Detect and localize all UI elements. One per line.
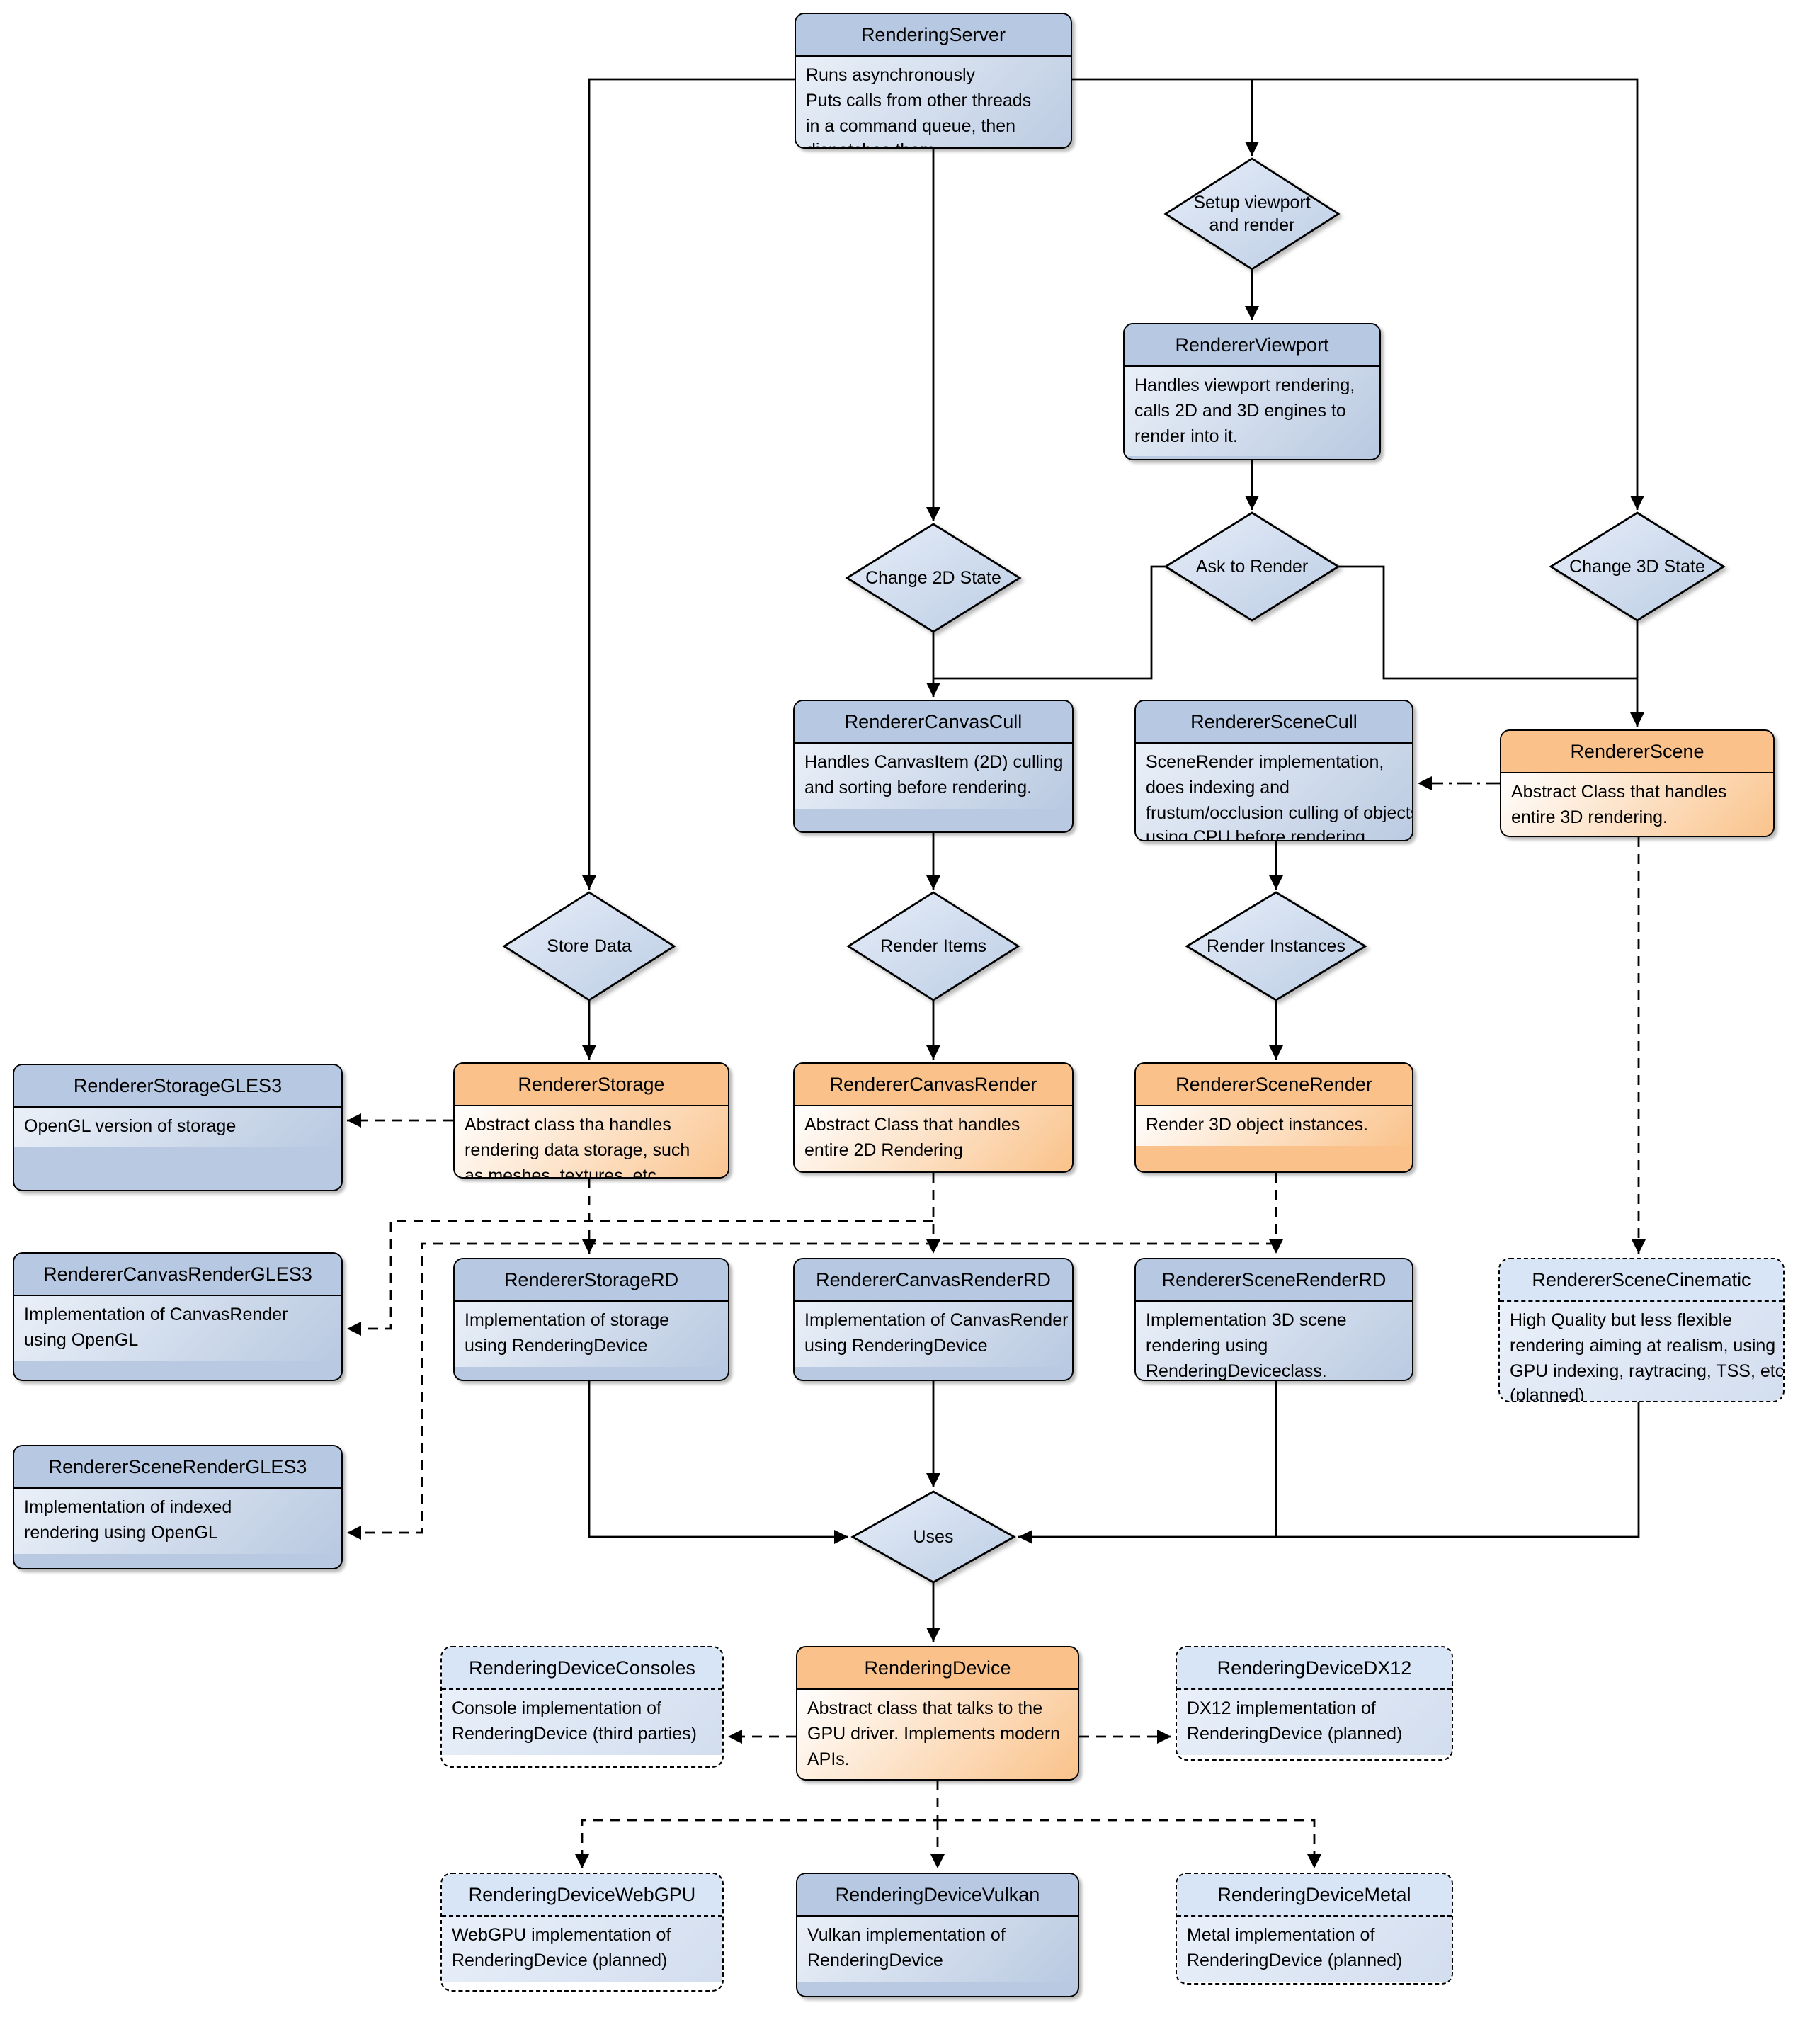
node-rendererscenecull-body: SceneRender implementation, does indexin… [1136, 744, 1412, 840]
edge-scenerender-to-scenerendergles3 [347, 1242, 1276, 1540]
node-renderingdevicevulkan-title: RenderingDeviceVulkan [797, 1874, 1078, 1917]
node-rendererscenerender-title: RendererSceneRender [1136, 1064, 1412, 1106]
node-rendererscenerender-body: Render 3D object instances. [1136, 1106, 1412, 1146]
node-renderercanvasrender-body: Abstract Class that handles entire 2D Re… [795, 1106, 1072, 1171]
edge-storagerd-to-uses [588, 1381, 848, 1544]
node-rendererscenerendergles3-title: RendererSceneRenderGLES3 [14, 1446, 341, 1489]
node-renderingdeviceconsoles-title: RenderingDeviceConsoles [442, 1647, 722, 1690]
node-renderingdevicewebgpu-title: RenderingDeviceWebGPU [442, 1874, 722, 1917]
node-renderingdevice-body: Abstract class that talks to the GPU dri… [797, 1690, 1078, 1779]
node-renderingdevicemetal-title: RenderingDeviceMetal [1177, 1874, 1452, 1917]
node-rendererscenecull-title: RendererSceneCull [1136, 701, 1412, 744]
edge-ask-to-scene [1338, 565, 1637, 680]
node-renderercanvasrenderrd-title: RendererCanvasRenderRD [795, 1259, 1072, 1302]
node-renderingdeviceconsoles-body: Console implementation of RenderingDevic… [442, 1690, 722, 1754]
edge-renderingdevice-to-metal [938, 1819, 1321, 1868]
decision-render-items-label: Render Items [880, 936, 987, 956]
decision-store-data-label: Store Data [547, 936, 632, 956]
edge-canvasrender-to-canvasrendergles3 [347, 1220, 933, 1336]
node-renderercanvasrendergles3-title: RendererCanvasRenderGLES3 [14, 1254, 341, 1296]
node-renderercanvasrendergles3-body: Implementation of CanvasRender using Ope… [14, 1296, 341, 1361]
node-rendererstorage-body: Abstract class tha handles rendering dat… [455, 1106, 728, 1177]
decision-change-2d-state-label: Change 2D State [865, 567, 1001, 588]
node-rendererstoragegles3-body: OpenGL version of storage [14, 1108, 341, 1147]
decision-uses-label: Uses [913, 1526, 954, 1547]
decision-setup-viewport-and-render-label: Setup viewport and render [1193, 192, 1311, 236]
node-rendererviewport-body: Handles viewport rendering, calls 2D and… [1125, 367, 1379, 457]
node-renderingserver-title: RenderingServer [796, 14, 1071, 57]
decision-change-3d-state-label: Change 3D State [1569, 556, 1705, 577]
node-renderingdevicedx12-title: RenderingDeviceDX12 [1177, 1647, 1452, 1690]
node-rendererscenerenderrd-body: Implementation 3D scene rendering using … [1136, 1302, 1412, 1380]
node-renderingserver-body: Runs asynchronously Puts calls from othe… [796, 57, 1071, 147]
edge-server-to-storedata [582, 78, 795, 890]
decision-ask-to-render-label: Ask to Render [1195, 556, 1309, 577]
decision-change-2d-state-shape [845, 523, 1022, 633]
node-renderingdevicemetal-body: Metal implementation of RenderingDevice … [1177, 1917, 1452, 1981]
node-rendererscenerenderrd-title: RendererSceneRenderRD [1136, 1259, 1412, 1302]
edge-cinematic-to-uses [1018, 1402, 1640, 1544]
node-rendererstoragerd-body: Implementation of storage using Renderin… [455, 1302, 728, 1366]
node-renderercanvasrenderrd-body: Implementation of CanvasRender using Ren… [795, 1302, 1072, 1366]
node-rendererstorage-title: RendererStorage [455, 1064, 728, 1106]
edge-server-to-change3d [1072, 78, 1644, 510]
decision-change-3d-state-shape [1549, 511, 1726, 622]
edge-renderingdevice-to-webgpu [575, 1781, 939, 1868]
decision-setup-viewport-and-render-shape [1163, 157, 1341, 271]
node-renderingdevicevulkan-body: Vulkan implementation of RenderingDevice [797, 1917, 1078, 1981]
node-renderingdevicedx12-body: DX12 implementation of RenderingDevice (… [1177, 1690, 1452, 1754]
node-renderingdevicewebgpu-body: WebGPU implementation of RenderingDevice… [442, 1917, 722, 1981]
node-rendererstoragerd-title: RendererStorageRD [455, 1259, 728, 1302]
decision-store-data-shape [502, 891, 676, 1001]
node-rendererscene-body: Abstract Class that handles entire 3D re… [1501, 773, 1773, 836]
node-rendererstoragegles3-title: RendererStorageGLES3 [14, 1065, 341, 1108]
edge-ask-to-canvascull [933, 565, 1166, 680]
node-rendererscene-title: RendererScene [1501, 731, 1773, 773]
node-rendererscenerendergles3-body: Implementation of indexed rendering usin… [14, 1489, 341, 1553]
node-rendererscenecinematic-body: High Quality but less flexible rendering… [1500, 1302, 1783, 1401]
decision-uses-shape [850, 1490, 1016, 1584]
node-rendererscenecinematic-title: RendererSceneCinematic [1500, 1259, 1783, 1302]
decision-render-instances-shape [1185, 891, 1367, 1001]
decision-ask-to-render-shape [1163, 511, 1341, 622]
node-renderingdevice-title: RenderingDevice [797, 1647, 1078, 1690]
node-rendererviewport-title: RendererViewport [1125, 324, 1379, 367]
node-renderercanvascull-title: RendererCanvasCull [795, 701, 1072, 744]
node-renderercanvascull-body: Handles CanvasItem (2D) culling and sort… [795, 744, 1072, 808]
node-renderercanvasrender-title: RendererCanvasRender [795, 1064, 1072, 1106]
decision-render-instances-label: Render Instances [1207, 936, 1345, 956]
decision-render-items-shape [846, 891, 1020, 1001]
